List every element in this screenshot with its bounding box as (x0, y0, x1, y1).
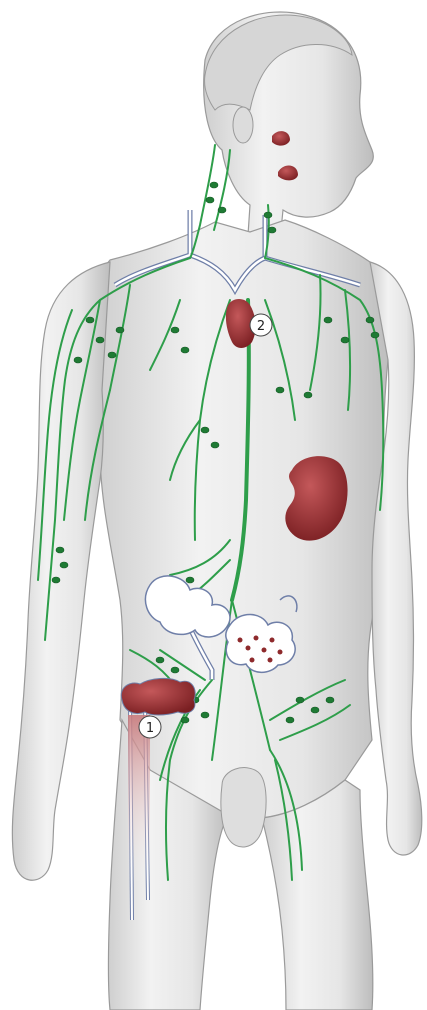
groin (221, 768, 266, 847)
arm-left (12, 262, 110, 880)
human-figure-icon (12, 12, 421, 1010)
marker-1: 1 (139, 716, 161, 738)
ear (233, 107, 253, 143)
marker-1-label: 1 (146, 721, 154, 736)
marker-2: 2 (250, 314, 272, 336)
marker-2-label: 2 (257, 319, 265, 334)
leg-right (262, 780, 373, 1010)
